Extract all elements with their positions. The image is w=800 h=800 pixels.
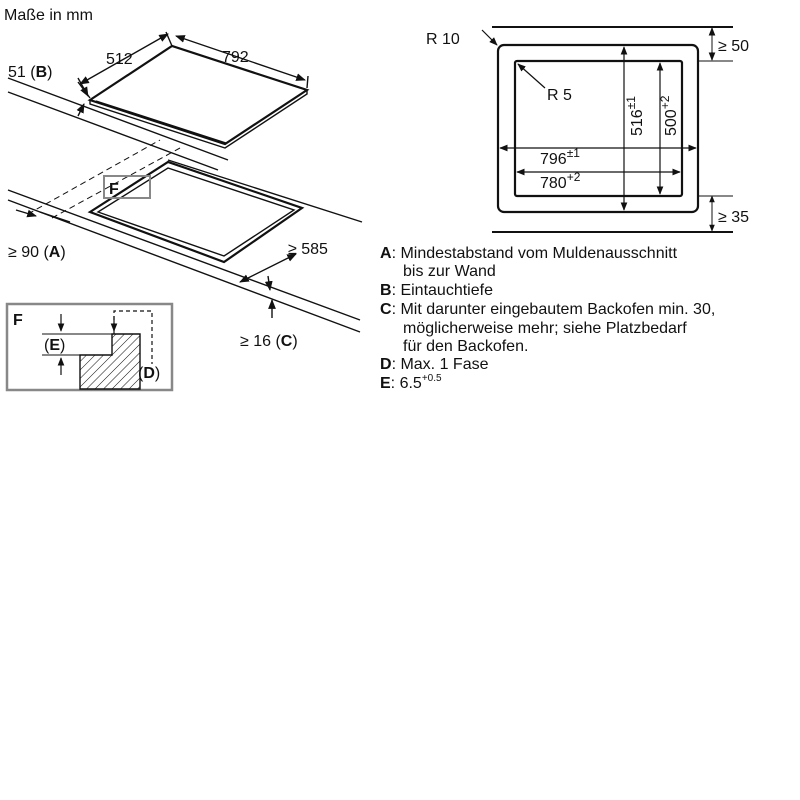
inner-radius-label: R 5 — [547, 87, 572, 104]
dim-500-label: 500+2 — [658, 95, 680, 136]
dim-792-line — [175, 35, 306, 81]
label-C: ≥ 16 (C) — [240, 333, 298, 350]
dim-516-label: 516±1 — [624, 96, 646, 136]
legend-E: E: 6.5+0.5 — [380, 373, 442, 392]
dim-792-label: 792 — [222, 49, 249, 66]
legend-A-cont: bis zur Wand — [403, 263, 496, 280]
r10-pointer — [481, 29, 498, 46]
legend-C-cont-2: für den Backofen. — [403, 338, 528, 355]
hob-top-thickness — [89, 90, 308, 149]
detail-box-frame — [5, 302, 174, 392]
worktop-lower-back-edge — [167, 159, 363, 223]
projection-dashed-2 — [51, 147, 181, 219]
hob-top-inner-edge — [95, 100, 227, 144]
hob-outline — [496, 43, 700, 214]
dim-780-label: 780+2 — [540, 170, 581, 192]
dim-51-arrow-bottom — [76, 103, 85, 117]
projection-dashed-1 — [27, 139, 161, 215]
dim-16-arrow-top — [264, 275, 273, 291]
dim-512-line — [79, 33, 169, 85]
outer-radius-label: R 10 — [426, 31, 460, 48]
label-E: (E) — [44, 337, 65, 354]
dim-512-label: 512 — [106, 51, 133, 68]
worktop-cutout — [87, 160, 305, 264]
cutout-outline — [513, 59, 684, 198]
r5-pointer — [517, 63, 546, 89]
worktop-cutout-inner — [96, 167, 296, 257]
worktop-top-back-edge — [7, 91, 219, 171]
legend-C-cont-1: möglicherweise mehr; siehe Platzbedarf — [403, 320, 687, 337]
worktop-lower-front-edge-2 — [7, 199, 361, 333]
dim-bottom-label: ≥ 35 — [718, 209, 749, 226]
units-label: Maße in mm — [4, 7, 93, 24]
dim-90-arrow — [15, 209, 37, 218]
worktop-lower-front-edge — [7, 189, 361, 321]
hob-isometric — [7, 31, 363, 333]
worktop-top-front-edge — [7, 77, 229, 161]
legend-A: A: Mindestabstand vom Muldenausschnitt — [380, 245, 678, 262]
legend-D: D: Max. 1 Fase — [380, 356, 489, 373]
legend-C: C: Mit darunter eingebautem Backofen min… — [380, 301, 715, 318]
dim-796-label: 796±1 — [540, 146, 580, 168]
detail-box-f — [5, 302, 174, 392]
dim-51-arrow-top — [77, 77, 89, 97]
label-B: 51 (B) — [8, 64, 52, 81]
legend: A: Mindestabstand vom Muldenausschnitt b… — [380, 245, 715, 392]
detail-marker-box — [103, 175, 151, 199]
dim-top-label: ≥ 50 — [718, 38, 749, 55]
worktop-profile — [79, 333, 141, 390]
label-A: ≥ 90 (A) — [8, 244, 66, 261]
legend-B: B: Eintauchtiefe — [380, 282, 493, 299]
label-D: (D) — [138, 365, 160, 382]
detail-box-title: F — [13, 312, 23, 329]
cutout-top-view — [481, 26, 733, 233]
dim-585-line — [239, 253, 297, 283]
detail-marker-label: F — [109, 181, 119, 198]
dim-585-label: ≥ 585 — [288, 241, 328, 258]
